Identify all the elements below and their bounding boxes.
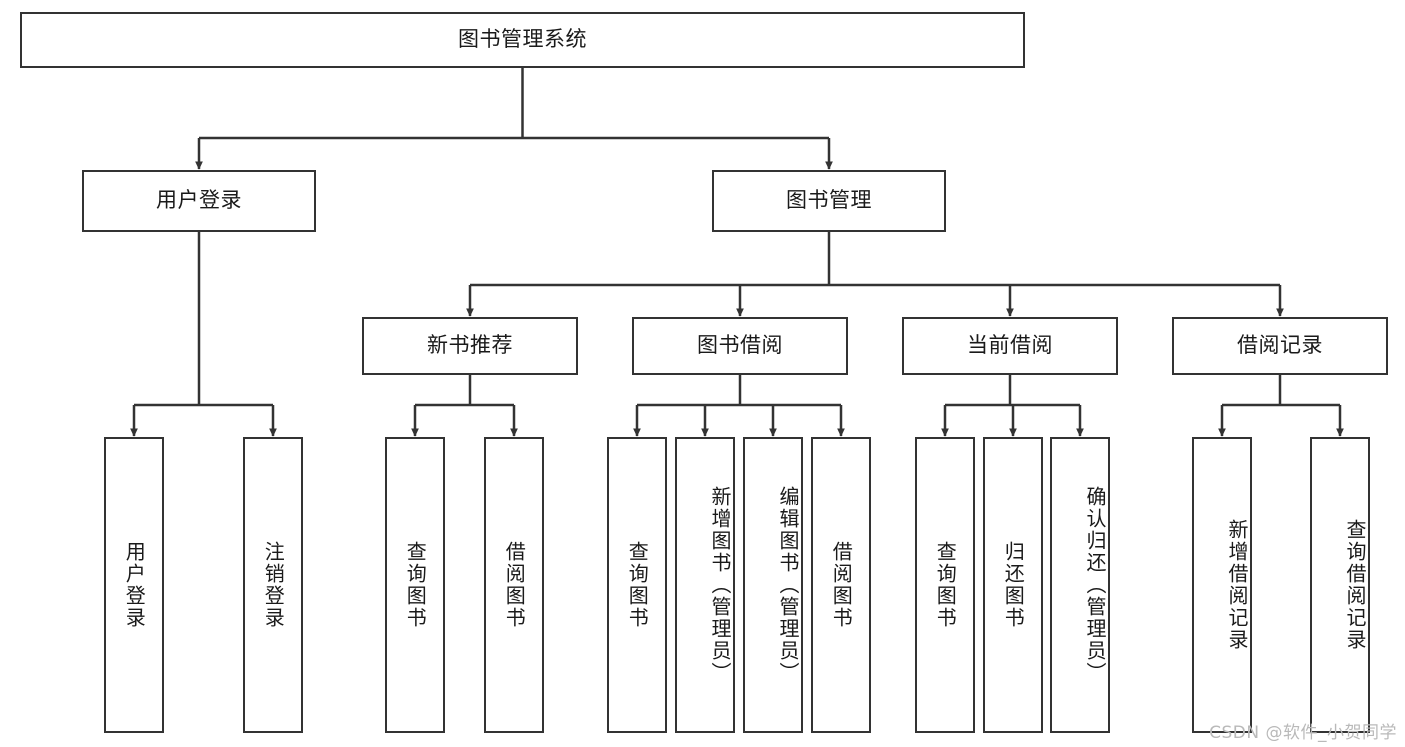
- node-leaf-borrow-add[interactable]: 新增图书（管理员）: [675, 437, 735, 733]
- node-leaf-user-logout[interactable]: 注销登录: [243, 437, 303, 733]
- node-leaf-rec-query[interactable]: 查询图书: [385, 437, 445, 733]
- node-leaf-user-login[interactable]: 用户登录: [104, 437, 164, 733]
- node-leaf-cur-query[interactable]: 查询图书: [915, 437, 975, 733]
- node-leaf-cur-return[interactable]: 归还图书: [983, 437, 1043, 733]
- node-borrow-record[interactable]: 借阅记录: [1172, 317, 1388, 375]
- node-book-borrow[interactable]: 图书借阅: [632, 317, 848, 375]
- node-leaf-rec-borrow[interactable]: 借阅图书: [484, 437, 544, 733]
- node-new-book-rec[interactable]: 新书推荐: [362, 317, 578, 375]
- watermark-text: CSDN @软件_小贺同学: [1209, 723, 1397, 743]
- node-user-login[interactable]: 用户登录: [82, 170, 316, 232]
- node-leaf-cur-confirm[interactable]: 确认归还（管理员）: [1050, 437, 1110, 733]
- edges: [130, 68, 1344, 437]
- node-current-borrow[interactable]: 当前借阅: [902, 317, 1118, 375]
- node-book-manage[interactable]: 图书管理: [712, 170, 946, 232]
- node-leaf-rec-add[interactable]: 新增借阅记录: [1192, 437, 1252, 733]
- node-leaf-rec-search[interactable]: 查询借阅记录: [1310, 437, 1370, 733]
- node-leaf-borrow-query[interactable]: 查询图书: [607, 437, 667, 733]
- node-root[interactable]: 图书管理系统: [20, 12, 1025, 68]
- node-leaf-borrow-lend[interactable]: 借阅图书: [811, 437, 871, 733]
- node-leaf-borrow-edit[interactable]: 编辑图书（管理员）: [743, 437, 803, 733]
